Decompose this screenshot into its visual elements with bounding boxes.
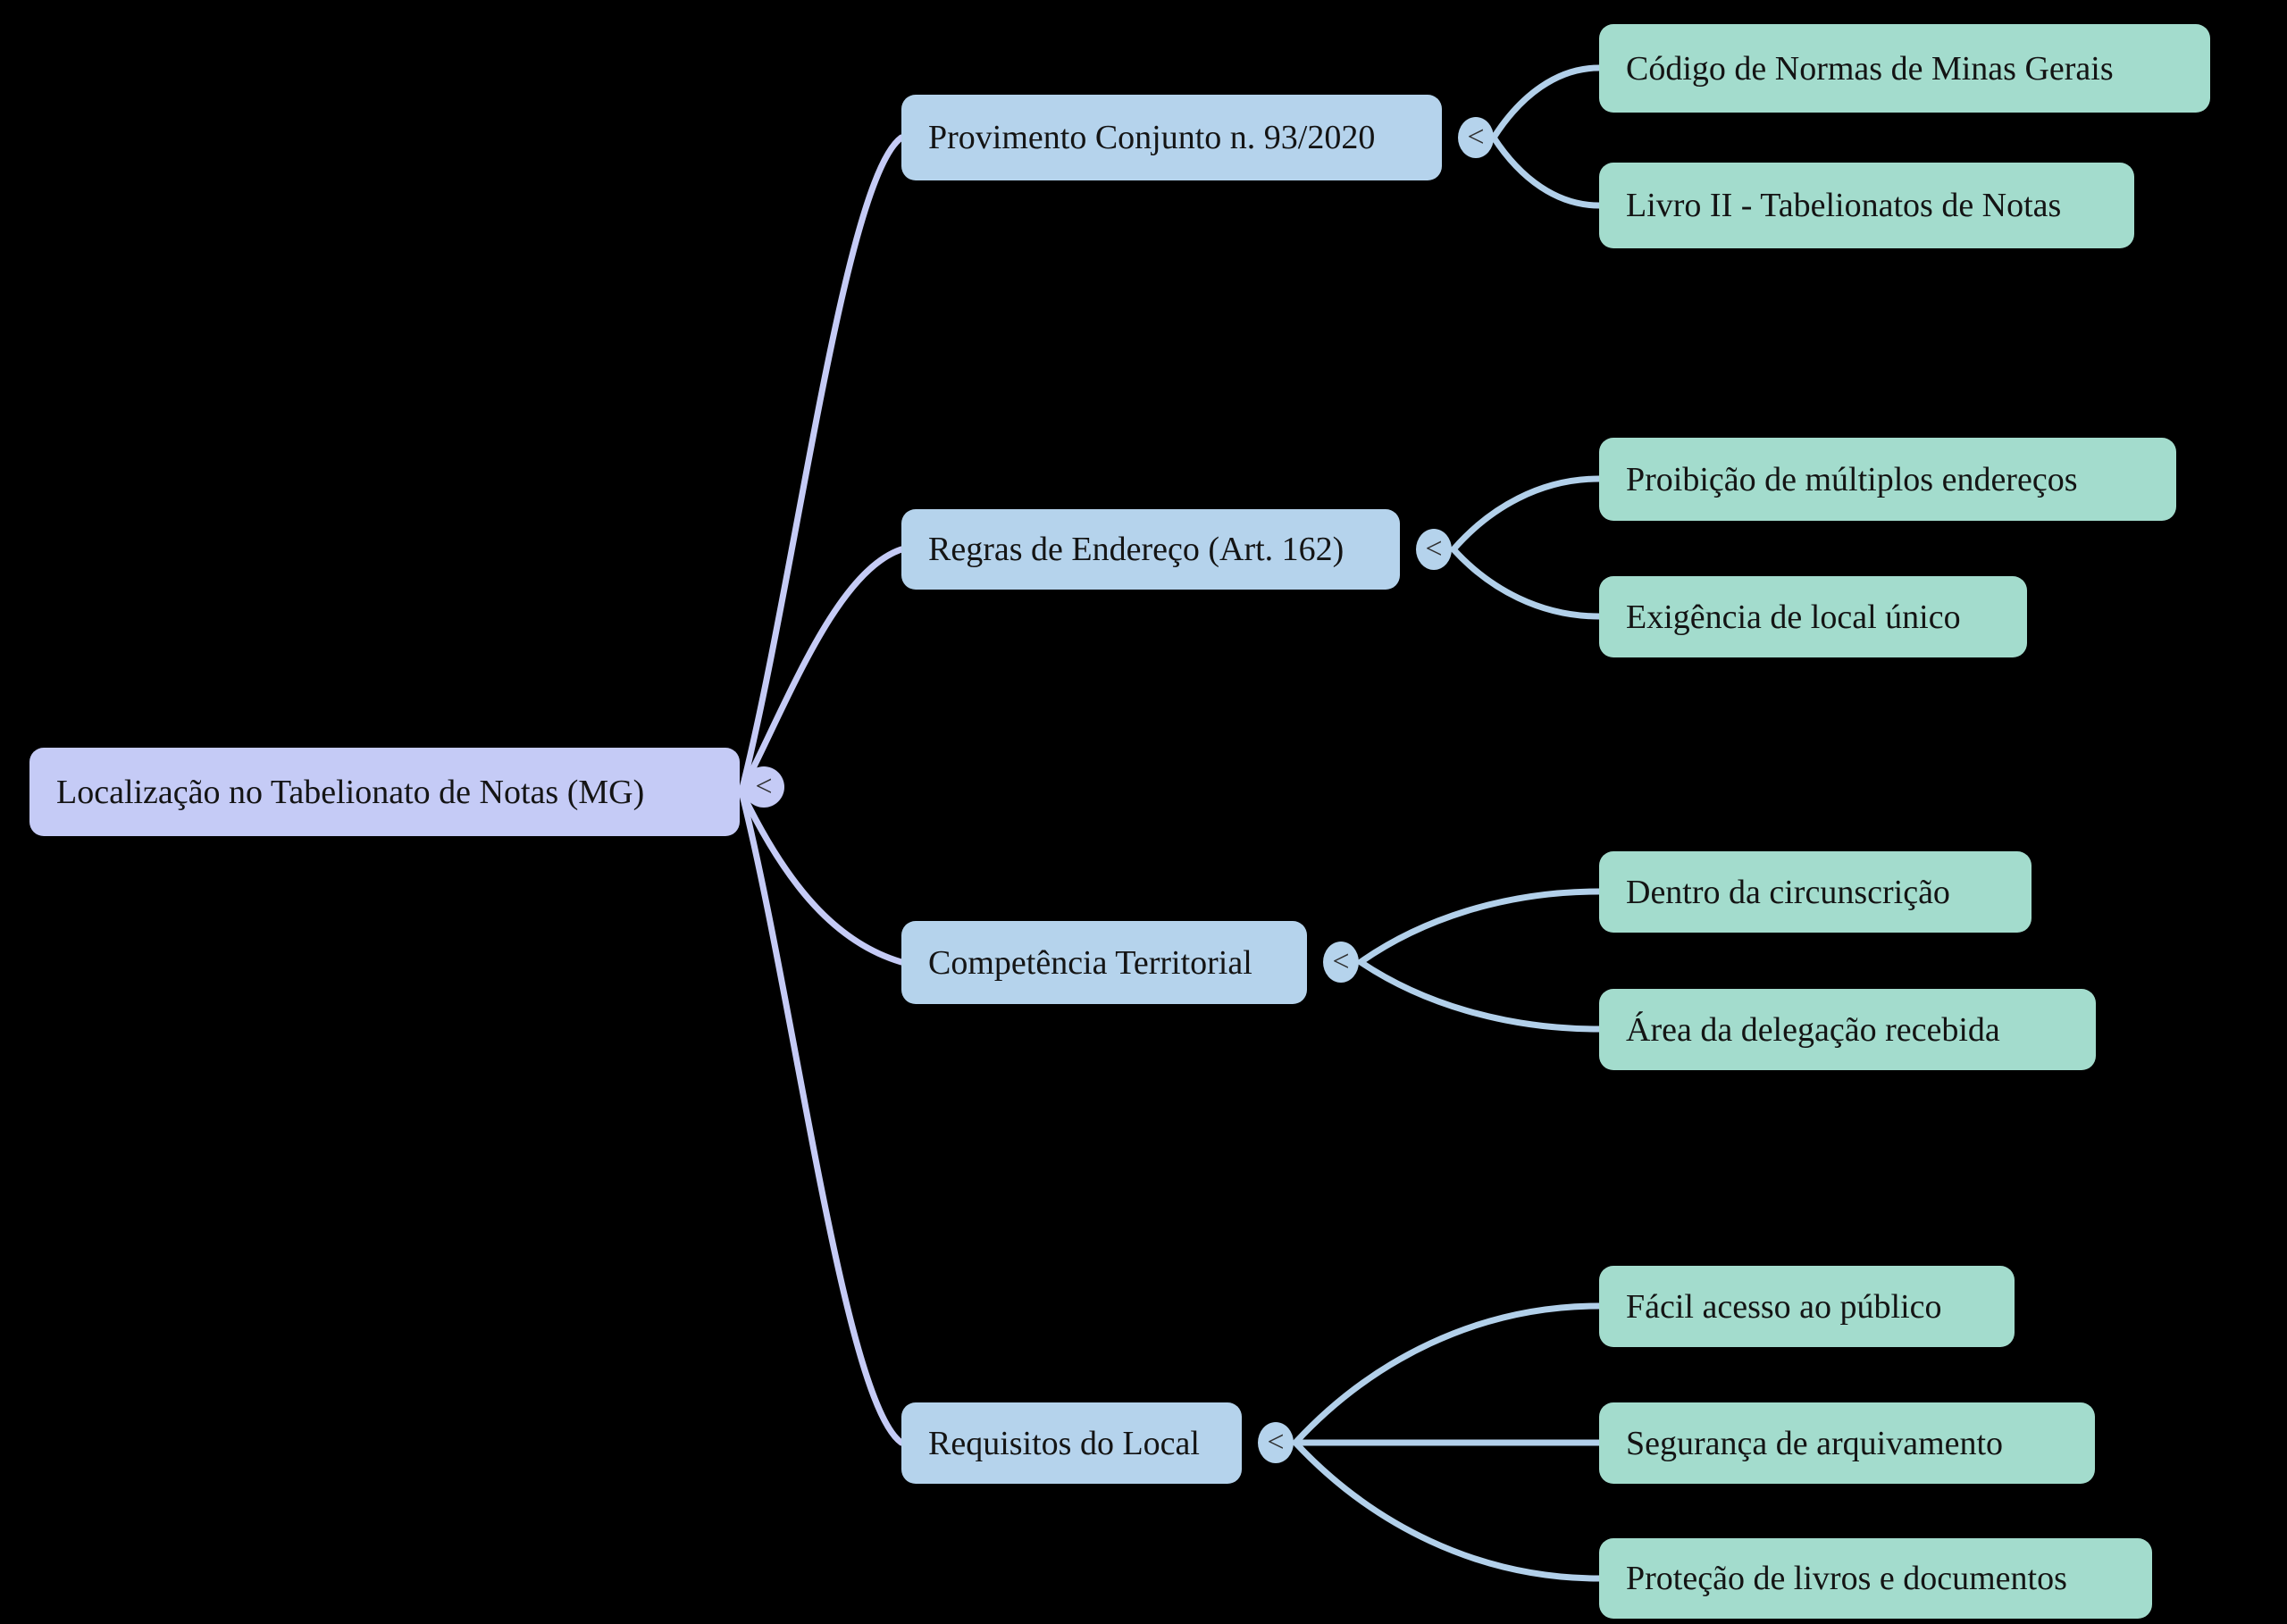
- child-node-4-3-label: Proteção de livros e documentos: [1626, 1560, 2067, 1597]
- child-node-2-1-label: Proibição de múltiplos endereços: [1626, 460, 2078, 498]
- connector-branch-4-child-3: [1292, 1439, 1603, 1582]
- connector-branch-1-child-2: [1490, 134, 1603, 209]
- child-node-2-2-label: Exigência de local único: [1626, 598, 1961, 636]
- connector-branch-1-child-1: [1490, 64, 1603, 141]
- child-node-3-2-label: Área da delegação recebida: [1626, 1010, 2000, 1049]
- connector-branch-4-child-1: [1292, 1302, 1603, 1446]
- branch-node-3-label: Competência Territorial: [928, 943, 1252, 982]
- child-node-1-1[interactable]: Código de Normas de Minas Gerais: [1599, 24, 2210, 113]
- child-node-1-2[interactable]: Livro II - Tabelionatos de Notas: [1599, 163, 2134, 248]
- root-node-label: Localização no Tabelionato de Notas (MG): [56, 773, 645, 811]
- root-node[interactable]: Localização no Tabelionato de Notas (MG): [29, 748, 740, 836]
- child-node-2-2[interactable]: Exigência de local único: [1599, 576, 2027, 657]
- branch-node-1-label: Provimento Conjunto n. 93/2020: [928, 119, 1376, 156]
- connector-branch-2-child-2: [1450, 546, 1603, 620]
- branch-node-4[interactable]: Requisitos do Local: [901, 1402, 1242, 1484]
- branch-2-collapse-toggle-icon[interactable]: <: [1416, 529, 1452, 570]
- connector-branch-2-child-1: [1450, 475, 1603, 553]
- child-node-3-1-label: Dentro da circunscrição: [1626, 873, 1950, 911]
- branch-node-3[interactable]: Competência Territorial: [901, 921, 1307, 1004]
- child-node-3-2[interactable]: Área da delegação recebida: [1599, 989, 2096, 1070]
- branch-node-1[interactable]: Provimento Conjunto n. 93/2020: [901, 95, 1442, 180]
- child-node-4-2[interactable]: Segurança de arquivamento: [1599, 1402, 2095, 1484]
- branch-node-4-label: Requisitos do Local: [928, 1424, 1200, 1462]
- branch-node-2[interactable]: Regras de Endereço (Art. 162): [901, 509, 1400, 590]
- child-node-4-3[interactable]: Proteção de livros e documentos: [1599, 1538, 2152, 1619]
- connector-root-branch-4: [738, 788, 905, 1446]
- branch-4-collapse-toggle-icon[interactable]: <: [1258, 1422, 1294, 1463]
- child-node-1-1-label: Código de Normas de Minas Gerais: [1626, 49, 2114, 88]
- child-node-4-1-label: Fácil acesso ao público: [1626, 1287, 1942, 1326]
- connector-root-branch-2: [738, 546, 905, 795]
- connector-root-branch-3: [738, 788, 905, 966]
- child-node-4-2-label: Segurança de arquivamento: [1626, 1424, 2004, 1462]
- branch-1-collapse-toggle-icon[interactable]: <: [1458, 117, 1494, 158]
- root-collapse-toggle-icon[interactable]: <: [743, 766, 784, 808]
- child-node-2-1[interactable]: Proibição de múltiplos endereços: [1599, 438, 2176, 521]
- child-node-3-1[interactable]: Dentro da circunscrição: [1599, 851, 2031, 933]
- branch-node-2-label: Regras de Endereço (Art. 162): [928, 531, 1345, 568]
- child-node-1-2-label: Livro II - Tabelionatos de Notas: [1626, 187, 2062, 224]
- connector-branch-3-child-1: [1357, 888, 1603, 966]
- child-node-4-1[interactable]: Fácil acesso ao público: [1599, 1266, 2015, 1347]
- connector-root-branch-1: [738, 134, 905, 795]
- branch-3-collapse-toggle-icon[interactable]: <: [1323, 942, 1359, 983]
- connector-branch-3-child-2: [1357, 958, 1603, 1033]
